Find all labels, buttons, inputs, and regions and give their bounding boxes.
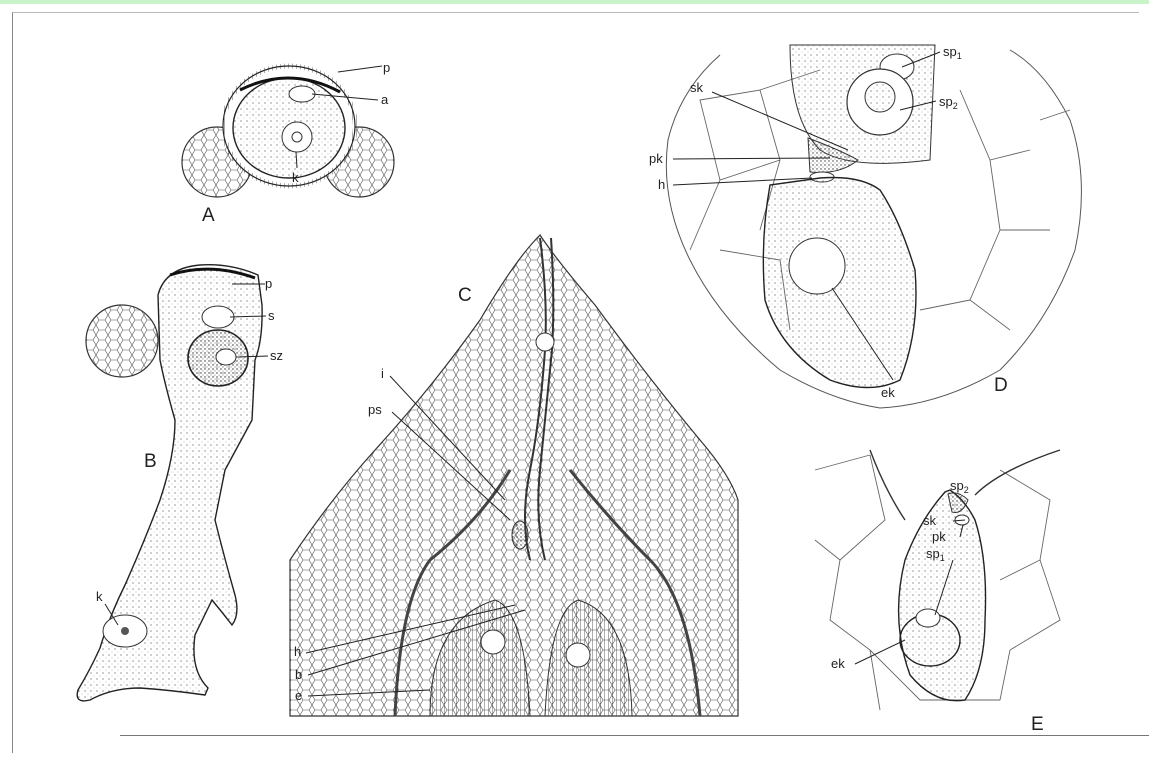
panel-e-label-pk: pk [932, 529, 946, 544]
panel-a-label-p: p [383, 60, 390, 75]
panel-b-drawing [77, 265, 268, 701]
panel-d-label-sk: sk [690, 80, 704, 95]
panel-c-drawing [290, 235, 738, 716]
panel-d-label-pk: pk [649, 151, 663, 166]
panel-b-title: B [144, 451, 157, 472]
panel-c-label-ps: ps [368, 402, 382, 417]
panel-a-label-a: a [381, 92, 389, 107]
panel-e-label-ek: ek [831, 656, 845, 671]
panel-c-label-e: e [295, 688, 302, 703]
panel-a-label-k: k [292, 170, 299, 185]
panel-b-label-sz: sz [270, 348, 283, 363]
panel-a-drawing [182, 66, 394, 197]
panel-e-drawing [815, 450, 1060, 710]
panel-d-label-h: h [658, 177, 665, 192]
panel-c-label-b: b [295, 667, 302, 682]
panel-d-title: D [994, 375, 1008, 396]
panel-d-drawing [666, 45, 1081, 408]
panel-c-label-h: h [294, 644, 301, 659]
panel-b-label-k: k [96, 589, 103, 604]
panel-e-label-sk: sk [923, 513, 937, 528]
panel-d-label-sp1: sp1 [943, 44, 962, 61]
panel-e-title: E [1031, 714, 1044, 735]
panel-e-label-sp2: sp2 [950, 478, 969, 495]
panel-c-label-i: i [381, 366, 384, 381]
panel-a-title: A [202, 205, 215, 226]
panel-d-label-ek: ek [881, 385, 895, 400]
panel-b-label-s: s [268, 308, 275, 323]
panel-b-label-p: p [265, 276, 272, 291]
panel-d-label-sp2: sp2 [939, 94, 958, 111]
panel-c-title: C [458, 285, 472, 306]
